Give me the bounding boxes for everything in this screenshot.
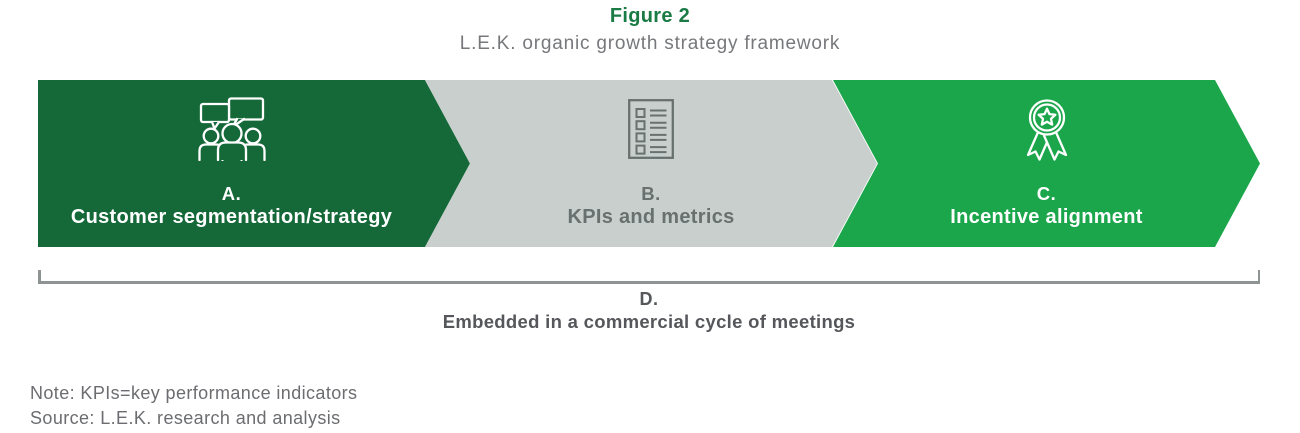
step-letter: B. [641,183,661,204]
footnotes: Note: KPIs=key performance indicators So… [30,381,357,430]
people-discussion-icon [198,95,266,163]
step-d-block: D. Embedded in a commercial cycle of mee… [0,288,1298,333]
step-letter: A. [221,183,242,204]
award-ribbon-icon [1019,95,1075,163]
source-line: Source: L.E.K. research and analysis [30,407,341,428]
note-line: Note: KPIs=key performance indicators [30,383,358,403]
step-label: Customer segmentation/strategy [70,206,393,228]
step-letter: D. [639,289,659,309]
step-label: Incentive alignment [950,206,1143,228]
bracket-tick-left [38,270,41,283]
step-chevron-customer-segmentation: A. Customer segmentation/strategy [38,80,470,247]
checklist-icon [628,95,674,163]
figure-title: Figure 2 [609,5,691,27]
step-letter: C. [1036,183,1057,204]
step-chevron-kpis-metrics: B. KPIs and metrics [425,80,877,247]
step-chevron-incentive-alignment: C. Incentive alignment [833,80,1260,247]
figure-subtitle: L.E.K. organic growth strategy framework [459,33,841,54]
bracket-tick-right [1257,270,1260,283]
step-label: Embedded in a commercial cycle of meetin… [442,311,856,332]
bracket-line [38,281,1260,284]
step-label: KPIs and metrics [567,206,735,228]
